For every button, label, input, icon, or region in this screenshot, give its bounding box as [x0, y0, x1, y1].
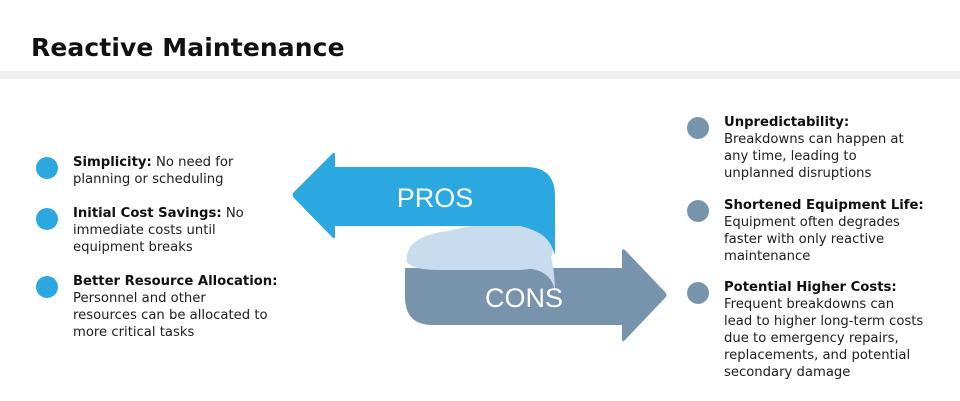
- cons-item: Shortened Equipment Life: Equipment ofte…: [687, 197, 924, 265]
- cons-label: CONS: [485, 283, 563, 313]
- pros-item-body-line: resources can be allocated to: [73, 308, 268, 323]
- cons-item-text: Unpredictability: Breakdowns can happen …: [724, 114, 904, 182]
- pros-item-body-line: more critical tasks: [73, 325, 195, 340]
- bullet-dot-icon: [687, 117, 709, 139]
- cons-item-body-line: secondary damage: [724, 365, 851, 380]
- pros-item-text: Simplicity: No need for planning or sche…: [73, 154, 233, 188]
- bullet-dot-icon: [36, 276, 58, 298]
- pros-label: PROS: [397, 183, 474, 213]
- pros-item-title: Better Resource Allocation:: [73, 274, 278, 289]
- bullet-dot-icon: [687, 200, 709, 222]
- pros-item: Simplicity: No need for planning or sche…: [36, 154, 233, 188]
- pros-item-body-line: immediate costs until: [73, 223, 216, 238]
- pros-item: Initial Cost Savings: No immediate costs…: [36, 205, 244, 256]
- ribbon-fold-light: [406, 226, 553, 270]
- cons-item-body-line: Breakdowns can happen at: [724, 132, 904, 147]
- pros-item-body: No need for: [155, 155, 234, 170]
- cons-item-text: Shortened Equipment Life: Equipment ofte…: [724, 197, 924, 265]
- bullet-dot-icon: [687, 282, 709, 304]
- bullet-dot-icon: [36, 208, 58, 230]
- pros-item-body-line: equipment breaks: [73, 240, 193, 255]
- cons-item: Potential Higher Costs: Frequent breakdo…: [687, 279, 923, 381]
- cons-item-body-line: due to emergency repairs,: [724, 331, 899, 346]
- cons-item-title: Potential Higher Costs:: [724, 280, 897, 295]
- pros-item-text: Better Resource Allocation: Personnel an…: [73, 273, 277, 341]
- cons-item-body-line: unplanned disruptions: [724, 166, 872, 181]
- pros-arrow: [292, 152, 555, 239]
- cons-item-body-line: faster with only reactive: [724, 232, 885, 247]
- cons-item-body-line: Frequent breakdowns can: [724, 297, 895, 312]
- cons-item: Unpredictability: Breakdowns can happen …: [687, 114, 904, 182]
- pros-item-title: Initial Cost Savings:: [73, 206, 222, 221]
- cons-item-body-line: maintenance: [724, 249, 811, 264]
- cons-item-title: Shortened Equipment Life:: [724, 198, 924, 213]
- ribbon-fold-top: [520, 226, 555, 255]
- pros-item-body: No: [225, 206, 244, 221]
- cons-arrow: [405, 249, 667, 342]
- cons-item-body-line: Equipment often degrades: [724, 215, 900, 230]
- cons-item-body-line: any time, leading to: [724, 149, 857, 164]
- cons-item-body-line: lead to higher long-term costs: [724, 314, 924, 329]
- page-title: Reactive Maintenance: [31, 33, 345, 62]
- cons-item-body-line: replacements, and potential: [724, 348, 911, 363]
- cons-item-text: Potential Higher Costs: Frequent breakdo…: [724, 279, 923, 381]
- pros-item-body-line: Personnel and other: [73, 291, 206, 306]
- pros-item: Better Resource Allocation: Personnel an…: [36, 273, 277, 341]
- pros-item-text: Initial Cost Savings: No immediate costs…: [73, 205, 244, 256]
- cons-item-title: Unpredictability:: [724, 115, 850, 130]
- pros-item-title: Simplicity:: [73, 155, 152, 170]
- pros-item-body-line: planning or scheduling: [73, 172, 224, 187]
- title-divider: [0, 71, 960, 79]
- bullet-dot-icon: [36, 157, 58, 179]
